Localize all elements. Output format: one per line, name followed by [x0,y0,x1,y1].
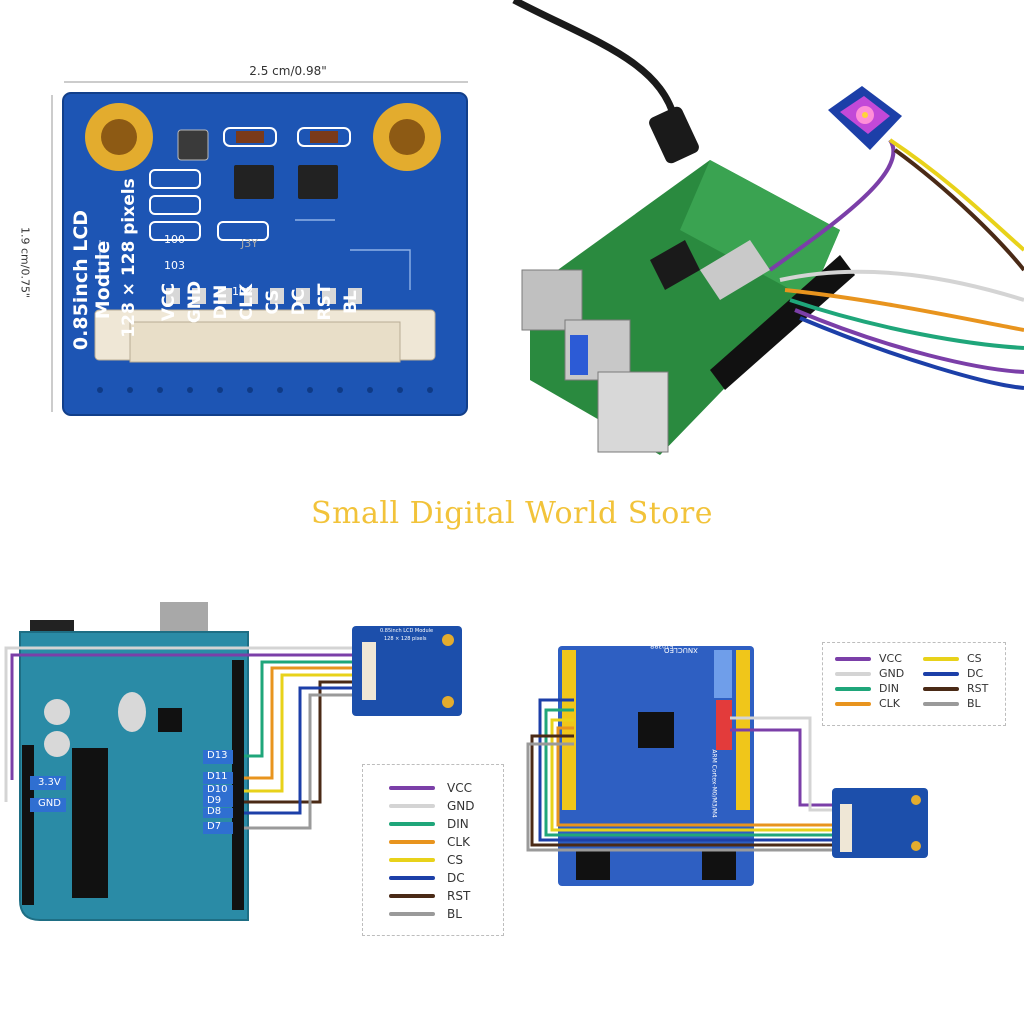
resistor-label-102: 102 [232,285,253,298]
raspberry-pi-photo [510,0,1024,460]
pin-label-clk: CLK [237,283,257,321]
legend-swatch [835,701,871,706]
legend-label: VCC [879,652,902,665]
legend-left-row-din: DIN [389,815,475,833]
legend-right-row-bl: BL [923,696,1003,711]
pin-label-list: VCC GND DIN CLK CS DC RST BL [150,250,390,340]
legend-swatch [835,671,871,676]
legend-left-row-clk: CLK [389,833,475,851]
pin-label-bl: BL [341,290,361,314]
legend-swatch [923,671,959,676]
legend-label: RST [447,889,471,903]
legend-right-grid: VCC CS GND DC DIN RST CLK BL [835,651,1003,711]
legend-swatch [835,686,871,691]
pin-label-dc: DC [289,288,309,316]
legend-label: CLK [879,697,901,710]
pin-label-gnd: GND [185,280,205,324]
legend-left-row-bl: BL [389,905,475,923]
height-dimension-label: 1.9 cm/0.75" [18,226,32,298]
arduino-pin-d9: D9 [207,795,222,806]
legend-label: RST [967,682,989,695]
lcd-module-board [51,81,468,416]
wire-legend-left: VCC GND DIN CLK CS DC RST BL [362,764,504,936]
legend-swatch [389,840,435,844]
raspberry-pi-board [512,0,1024,455]
legend-label: DC [447,871,465,885]
legend-swatch [389,822,435,826]
resistor-label-100: 100 [164,233,185,246]
arduino-wiring-diagram: 3.3V GND D13 D11 D10 D9 D8 D7 0.85inch L… [0,600,510,940]
arduino-pin-d11: D11 [207,771,228,782]
legend-label: CS [447,853,463,867]
lcd-module-closeup: 2.5 cm/0.98" 1.9 cm/0.75" 0.85inch LCD M… [0,60,480,440]
legend-left-row-cs: CS [389,851,475,869]
width-dimension-label: 2.5 cm/0.98" [249,64,327,78]
pin-label-vcc: VCC [159,282,179,322]
legend-label: BL [447,907,462,921]
legend-swatch [835,656,871,661]
module-title-label: 0.85inch LCD Module [70,209,114,351]
legend-swatch [389,894,435,898]
legend-swatch [389,876,435,880]
arduino-pin-gnd: GND [38,798,61,809]
legend-right-row-rst: RST [923,681,1003,696]
legend-label: CLK [447,835,470,849]
legend-right-row-gnd: GND [835,666,923,681]
arduino-pin-3v3: 3.3V [38,777,61,788]
legend-right-row-clk: CLK [835,696,923,711]
pin-label-cs: CS [263,289,283,315]
legend-swatch [923,701,959,706]
wire-legend-right: VCC CS GND DC DIN RST CLK BL [822,642,1006,726]
store-name: Small Digital World Store [311,496,713,531]
legend-label: DIN [879,682,899,695]
legend-right-row-vcc: VCC [835,651,923,666]
pin-label-din: DIN [211,284,231,320]
arduino-pin-d10: D10 [207,784,228,795]
legend-right-row-cs: CS [923,651,1003,666]
legend-left-row-vcc: VCC [389,779,475,797]
xnucleo-wiring-diagram: XNUCLEO ARM Cortex-M0/M3/M4 F103RB [520,640,1024,900]
legend-left-list: VCC GND DIN CLK CS DC RST BL [389,779,475,923]
arduino-pin-d13: D13 [207,750,228,761]
module-resolution-label: 128 × 128 pixels [119,178,139,338]
legend-label: VCC [447,781,472,795]
legend-swatch [389,786,435,790]
legend-left-row-rst: RST [389,887,475,905]
legend-label: BL [967,697,981,710]
legend-label: GND [879,667,905,680]
xnucleo-board [526,646,928,886]
arduino-pin-d8: D8 [207,806,222,817]
arduino-pin-d7: D7 [207,821,222,832]
legend-label: DC [967,667,984,680]
legend-swatch [923,656,959,661]
xnucleo-part-label: F103RB [650,642,674,649]
legend-label: DIN [447,817,469,831]
legend-left-row-gnd: GND [389,797,475,815]
chip-label: J3Y [241,237,258,250]
legend-label: CS [967,652,982,665]
legend-label: GND [447,799,475,813]
arduino-board [4,602,462,921]
legend-swatch [923,686,959,691]
legend-right-row-dc: DC [923,666,1003,681]
legend-swatch [389,804,435,808]
legend-left-row-dc: DC [389,869,475,887]
small-module-resolution: 128 × 128 pixels [384,636,427,642]
xnucleo-model-label: ARM Cortex-M0/M3/M4 [710,749,718,818]
resistor-label-103: 103 [164,259,185,272]
legend-right-row-din: DIN [835,681,923,696]
legend-swatch [389,912,435,916]
pin-label-rst: RST [315,283,335,321]
legend-swatch [389,858,435,862]
small-module-title: 0.85inch LCD Module [380,628,434,634]
